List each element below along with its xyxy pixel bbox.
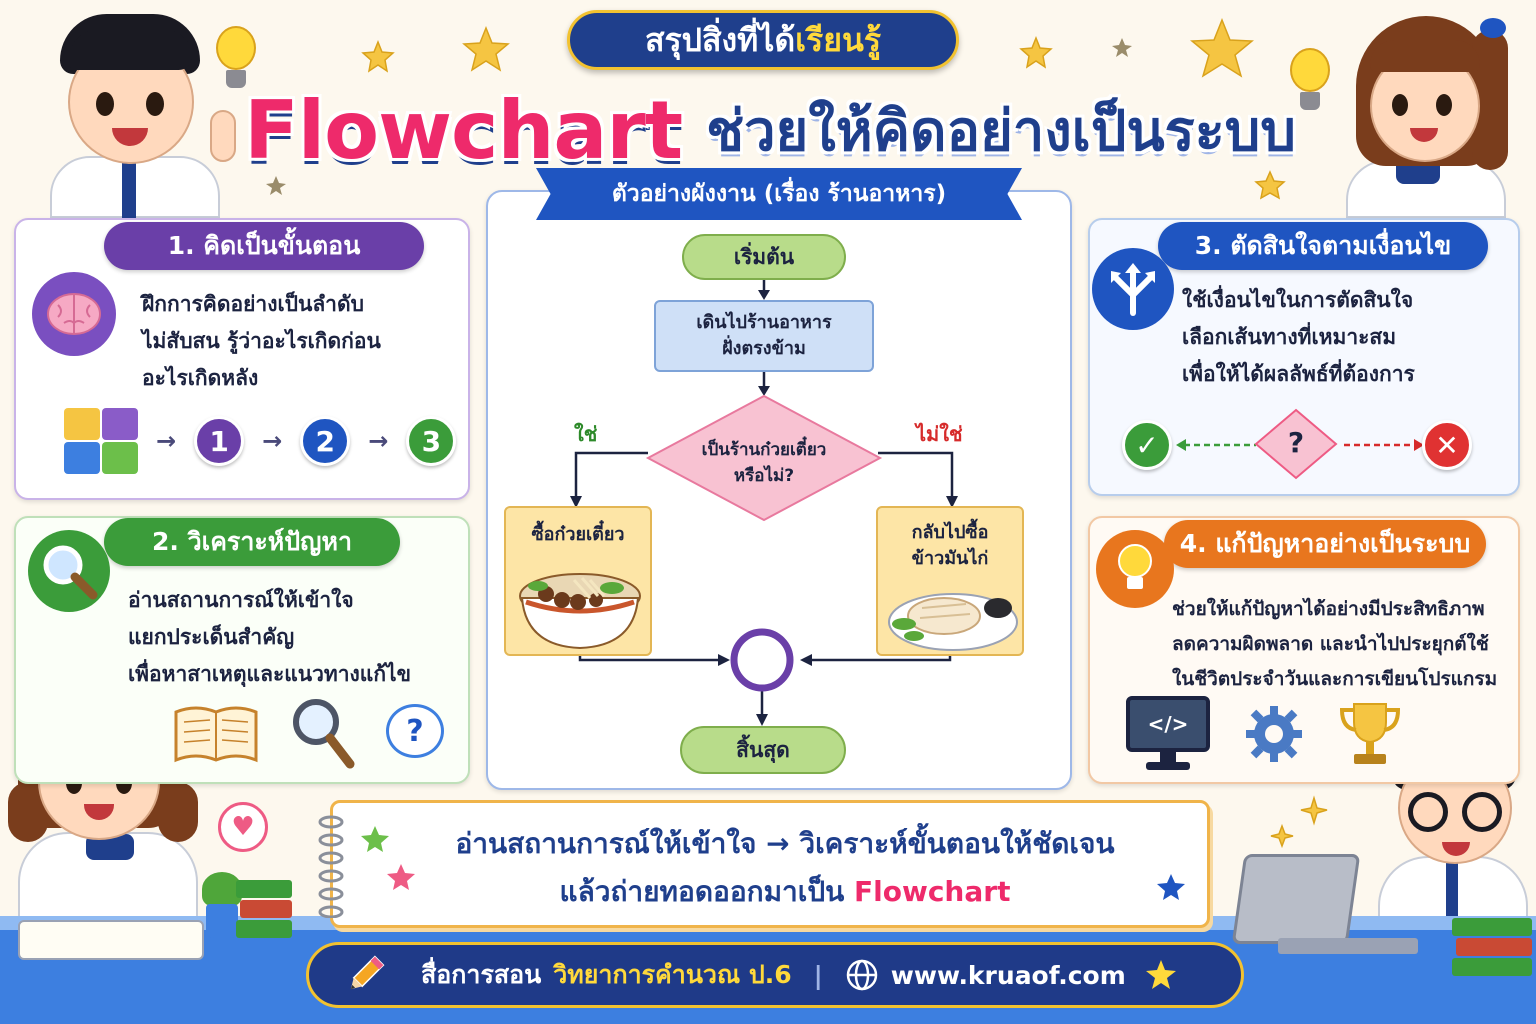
flowchart-decision-text: เป็นร้านก๋วยเตี๋ยว หรือไม่? (701, 440, 827, 486)
footer-bar: สื่อการสอน วิทยาการคำนวณ ป.6 | www.kruao… (306, 942, 1244, 1008)
flowchart-end: สิ้นสุด (680, 726, 846, 774)
flowchart-yes-box: ซื้อก๋วยเตี๋ยว (504, 506, 652, 656)
plant-icon (198, 872, 246, 942)
magnifier-small-icon (288, 694, 358, 772)
star-icon (1300, 795, 1328, 826)
footer-subject: วิทยาการคำนวณ ป.6 (553, 960, 792, 989)
step-2: 2 (300, 416, 351, 466)
decision-diamond (645, 394, 883, 522)
card4-text: ช่วยให้แก้ปัญหาได้อย่างมีประสิทธิภาพ ลดค… (1172, 598, 1498, 690)
title-flowchart: Flowchart (244, 83, 683, 177)
lightbulb-icon (1096, 530, 1174, 608)
star-icon (1254, 170, 1286, 200)
flowchart-process: เดินไปร้านอาหาร ฝั่งตรงข้าม (654, 300, 874, 372)
flowchart-banner: ตัวอย่างผังงาน (เรื่อง ร้านอาหาร) (536, 168, 1022, 220)
girl-character-top-right (1340, 10, 1510, 218)
connector-circle (730, 628, 794, 692)
note-line-1: อ่านสถานการณ์ให้เข้าใจ → วิเคราะห์ขั้นตอ… (455, 827, 1115, 860)
lightbulb-icon (214, 26, 258, 96)
books-stack-icon (1452, 918, 1532, 976)
lightbulb-icon (1288, 48, 1332, 118)
yes-label: ใช่ (574, 422, 598, 446)
flowchart-no-box: กลับไปซื้อ ข้าวมันไก่ (876, 506, 1024, 656)
page-title: Flowchart ช่วยให้คิดอย่างเป็นระบบ (244, 70, 1296, 190)
star-icon (1019, 35, 1053, 69)
dashed-arrow-left (1176, 439, 1256, 451)
books-stack-icon (236, 880, 292, 944)
star-icon (1190, 17, 1254, 78)
question-bubble-icon: ? (386, 704, 444, 758)
arrow-right-icon: → (262, 427, 283, 455)
arrow-right-icon: → (368, 427, 389, 455)
star-icon (387, 864, 415, 890)
card3-text: ใช้เงื่อนไขในการตัดสินใจ เลือกเส้นทางที่… (1182, 288, 1415, 386)
open-book-icon (18, 920, 204, 960)
dashed-arrow-right (1344, 439, 1424, 451)
heart-bubble-icon: ♥ (218, 802, 268, 852)
cross-icon: ✕ (1422, 420, 1472, 470)
chicken-rice-icon (888, 593, 1018, 651)
globe-icon (846, 959, 877, 991)
decision-diamond-icon: ? (1254, 408, 1338, 480)
footer-label: สื่อการสอน (421, 960, 542, 989)
trophy-icon (1336, 700, 1404, 770)
step-3: 3 (406, 416, 457, 466)
star-icon (361, 826, 389, 852)
footer-separator: | (813, 960, 823, 990)
card2-title: 2. วิเคราะห์ปัญหา (104, 518, 400, 566)
spiral-binding (316, 814, 346, 919)
step-1: 1 (194, 416, 245, 466)
note-flowchart: Flowchart (854, 875, 1011, 908)
subtitle-text: สรุปสิ่งที่ได้ (644, 20, 796, 59)
flowchart-start: เริ่มต้น (682, 234, 846, 280)
subtitle-highlight: เรียนรู้ (795, 20, 882, 59)
star-icon (1270, 823, 1294, 849)
card1-text: ฝึกการคิดอย่างเป็นลำดับ ไม่สับสน รู้ว่าอ… (142, 292, 381, 390)
subtitle-pill: สรุปสิ่งที่ได้เรียนรู้ (567, 10, 959, 70)
split-arrow-icon (1092, 248, 1174, 330)
star-icon (361, 39, 395, 73)
star-icon (1157, 874, 1185, 900)
monitor-code-icon: </> (1126, 696, 1210, 772)
magnifier-icon (28, 530, 110, 612)
pencil-icon (350, 955, 385, 990)
book-icon (172, 702, 260, 766)
noodle-bowl-icon (519, 573, 641, 650)
check-icon: ✓ (1122, 420, 1172, 470)
note-line-2: แล้วถ่ายทอดออกมาเป็น Flowchart (559, 875, 1011, 908)
no-label: ไม่ใช่ (916, 422, 963, 446)
card1-title: 1. คิดเป็นขั้นตอน (104, 222, 424, 270)
puzzle-icon (64, 408, 138, 474)
card2-text: อ่านสถานการณ์ให้เข้าใจ แยกประเด็นสำคัญ เ… (128, 588, 411, 686)
laptop-icon (1231, 854, 1418, 958)
footer-website[interactable]: www.kruaof.com (890, 960, 1126, 990)
brain-icon (32, 272, 116, 356)
boy-character-top-left (40, 10, 240, 218)
card4-title: 4. แก้ปัญหาอย่างเป็นระบบ (1164, 520, 1486, 568)
card3-title: 3. ตัดสินใจตามเงื่อนไข (1158, 222, 1488, 270)
no-box-label: กลับไปซื้อ ข้าวมันไก่ (911, 522, 989, 569)
arrow-right-icon: → (156, 427, 177, 455)
star-icon (1145, 960, 1176, 989)
star-icon (462, 25, 510, 72)
step-sequence: → 1 → 2 → 3 (156, 416, 457, 466)
title-thai: ช่วยให้คิดอย่างเป็นระบบ (706, 98, 1296, 164)
gear-icon (1242, 702, 1306, 766)
